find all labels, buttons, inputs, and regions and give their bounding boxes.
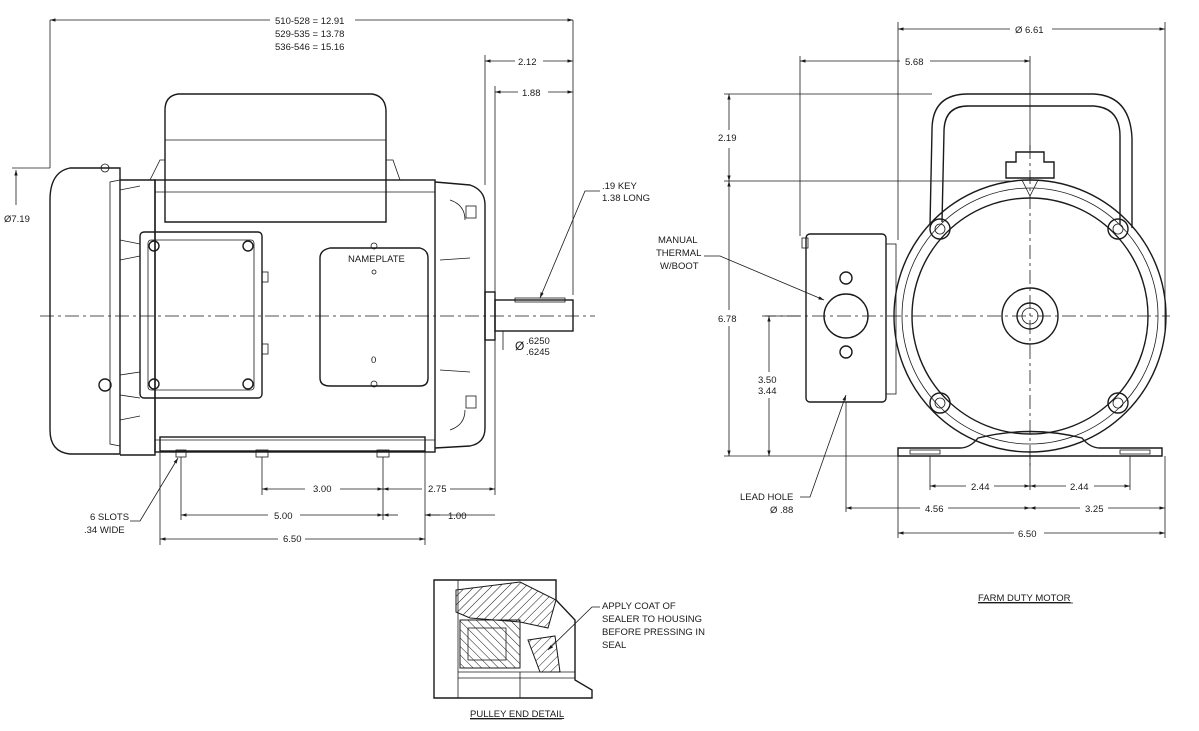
dim-6-50: 6.50 bbox=[283, 534, 302, 545]
pulley-detail-title: PULLEY END DETAIL bbox=[470, 709, 564, 720]
seal-section bbox=[527, 635, 561, 673]
shaft-dia-symbol: Ø bbox=[515, 339, 524, 353]
dim-3-50: 3.50 bbox=[758, 375, 777, 386]
sealer-note-4: SEAL bbox=[602, 640, 626, 651]
end-base bbox=[897, 430, 1163, 457]
dim-dia-7-19: Ø7.19 bbox=[4, 214, 30, 225]
sealer-note-1: APPLY COAT OF bbox=[602, 601, 676, 612]
slots-note-2: .34 WIDE bbox=[84, 525, 125, 536]
shaft-dia-min: .6245 bbox=[526, 347, 550, 358]
screw-icon bbox=[242, 240, 254, 252]
shaft-end bbox=[1021, 307, 1039, 325]
end-frame-outer bbox=[893, 179, 1167, 453]
front-bell bbox=[434, 181, 486, 449]
bolt-icon bbox=[929, 392, 951, 414]
dim-dia-6-61: Ø 6.61 bbox=[1015, 25, 1044, 36]
bolt-icon bbox=[929, 218, 951, 240]
dim-2-19: 2.19 bbox=[718, 133, 737, 144]
top-lug bbox=[1005, 151, 1055, 179]
end-conduit-box bbox=[805, 233, 887, 403]
rear-end-cap bbox=[49, 167, 121, 455]
hub bbox=[1001, 287, 1059, 345]
dim-5-68: 5.68 bbox=[905, 57, 924, 68]
side-view: NAMEPLATE 0 510-528 = 12.91 529-535 = 13… bbox=[4, 16, 650, 545]
key-note-1: .19 KEY bbox=[602, 181, 638, 192]
dim-6-78: 6.78 bbox=[718, 314, 737, 325]
overall-length-3: 536-546 = 15.16 bbox=[275, 42, 344, 53]
dim-1-00: 1.00 bbox=[448, 511, 467, 522]
rear-bell bbox=[120, 179, 156, 456]
sealer-note-2: SEALER TO HOUSING bbox=[602, 614, 702, 625]
shaft-dia-max: .6250 bbox=[526, 336, 550, 347]
overall-length-2: 529-535 = 13.78 bbox=[275, 29, 344, 40]
slots-note-1: 6 SLOTS bbox=[90, 512, 129, 523]
screw-icon bbox=[242, 378, 254, 390]
dim-3-44: 3.44 bbox=[758, 386, 777, 397]
screw-icon bbox=[839, 271, 853, 285]
lead-hole-note-1: LEAD HOLE bbox=[740, 492, 793, 503]
pulley-end-detail: APPLY COAT OF SEALER TO HOUSING BEFORE P… bbox=[433, 579, 705, 720]
lifting-bail bbox=[929, 93, 1133, 228]
dim-2-44-right: 2.44 bbox=[1070, 482, 1089, 493]
farm-duty-title: FARM DUTY MOTOR bbox=[978, 593, 1071, 604]
manual-thermal-button bbox=[823, 293, 869, 339]
key-note-2: 1.38 LONG bbox=[602, 193, 650, 204]
manual-note-2: THERMAL bbox=[656, 248, 701, 259]
conduit-box bbox=[139, 231, 263, 399]
ground-screw-icon bbox=[98, 378, 112, 392]
dim-2-12: 2.12 bbox=[518, 57, 537, 68]
bolt-icon bbox=[1107, 392, 1129, 414]
nameplate bbox=[319, 247, 429, 387]
bearing-section bbox=[459, 619, 521, 669]
screw-icon bbox=[148, 240, 160, 252]
manual-note-1: MANUAL bbox=[658, 235, 698, 246]
sealer-note-3: BEFORE PRESSING IN bbox=[602, 627, 705, 638]
shaft bbox=[494, 299, 574, 332]
dim-1-88: 1.88 bbox=[522, 88, 541, 99]
dim-3-25: 3.25 bbox=[1085, 504, 1104, 515]
dim-3-00: 3.00 bbox=[313, 484, 332, 495]
screw-icon bbox=[148, 378, 160, 390]
motor-base bbox=[159, 436, 426, 452]
dim-5-00: 5.00 bbox=[274, 511, 293, 522]
lead-hole-note-2: Ø .88 bbox=[770, 505, 793, 516]
capacitor-cover bbox=[164, 93, 387, 223]
end-view: Ø 6.61 5.68 2.19 6.78 3.50 3.44 MANUAL T… bbox=[656, 22, 1170, 604]
dim-6-50-end: 6.50 bbox=[1018, 529, 1037, 540]
motor-housing bbox=[154, 179, 436, 453]
dim-2-44-left: 2.44 bbox=[971, 482, 990, 493]
dim-4-56: 4.56 bbox=[925, 504, 944, 515]
end-bell bbox=[911, 197, 1149, 435]
nameplate-label: NAMEPLATE bbox=[348, 254, 405, 265]
housing-section bbox=[455, 581, 557, 629]
screw-icon bbox=[839, 345, 853, 359]
bolt-icon bbox=[1107, 218, 1129, 240]
nameplate-mark: 0 bbox=[371, 355, 376, 366]
manual-note-3: W/BOOT bbox=[660, 261, 699, 272]
dim-2-75: 2.75 bbox=[428, 484, 447, 495]
detail-outline bbox=[433, 579, 593, 699]
overall-length-1: 510-528 = 12.91 bbox=[275, 16, 344, 27]
